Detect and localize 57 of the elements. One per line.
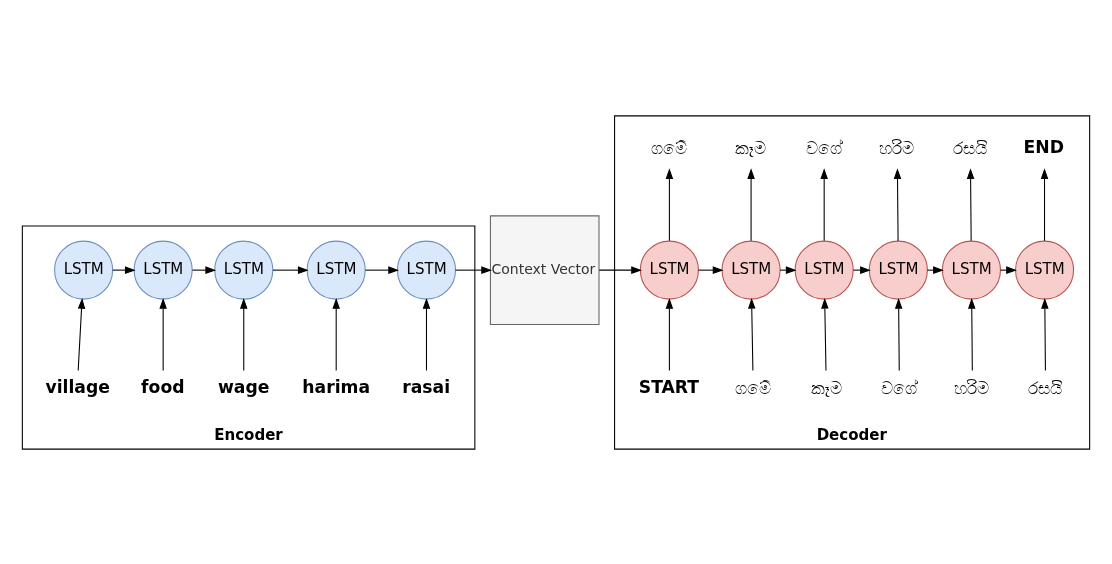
arrow bbox=[272, 265, 309, 274]
arrow bbox=[665, 167, 674, 241]
arrow bbox=[926, 265, 944, 274]
node-text: වගේ bbox=[805, 137, 842, 158]
arrow bbox=[1040, 167, 1049, 241]
arrow bbox=[112, 265, 136, 274]
node-circle: LSTM bbox=[639, 240, 699, 300]
arrow bbox=[697, 265, 724, 274]
node-text: food bbox=[141, 376, 185, 397]
arrow bbox=[1041, 297, 1049, 371]
node-text: START bbox=[638, 376, 700, 397]
node-circle: LSTM bbox=[214, 240, 274, 300]
arrow bbox=[820, 167, 828, 241]
arrow bbox=[894, 297, 903, 371]
arrow bbox=[332, 297, 340, 371]
node-box: Context Vector bbox=[489, 214, 600, 325]
arrow bbox=[779, 265, 797, 274]
arrow bbox=[598, 265, 642, 274]
arrow bbox=[77, 297, 86, 371]
arrow bbox=[240, 297, 248, 371]
arrow bbox=[455, 265, 492, 274]
arrow bbox=[665, 297, 674, 371]
node-text: හරිම bbox=[878, 137, 914, 158]
node-text: හරිම bbox=[954, 377, 990, 398]
node-text: ගමේ bbox=[734, 377, 771, 398]
node-circle: LSTM bbox=[133, 240, 193, 300]
arrow bbox=[748, 297, 756, 371]
arrow bbox=[747, 167, 755, 241]
node-circle: LSTM bbox=[794, 240, 854, 300]
node-text: rasai bbox=[402, 376, 451, 397]
node-text: රසයි bbox=[952, 137, 987, 158]
node-text: END bbox=[1023, 136, 1064, 157]
node-circle: LSTM bbox=[306, 240, 366, 300]
arrow bbox=[364, 265, 400, 274]
node-text: ගමේ bbox=[651, 137, 688, 158]
node-text: කෑම bbox=[735, 137, 767, 158]
node-circle: LSTM bbox=[54, 240, 114, 300]
arrow bbox=[893, 167, 902, 241]
arrow bbox=[1000, 265, 1017, 274]
node-text: harima bbox=[302, 376, 371, 397]
node-text: කෑම bbox=[810, 377, 842, 398]
node-text: village bbox=[45, 376, 110, 397]
arrow bbox=[422, 297, 431, 371]
arrow bbox=[968, 297, 976, 371]
node-text: රසයි bbox=[1027, 377, 1062, 398]
node-circle: LSTM bbox=[396, 240, 457, 300]
node-text: වගේ bbox=[881, 377, 918, 398]
node-circle: LSTM bbox=[941, 240, 1001, 300]
node-text: wage bbox=[217, 376, 270, 397]
arrow bbox=[159, 297, 167, 371]
arrow bbox=[821, 297, 829, 371]
node-circle: LSTM bbox=[721, 240, 781, 300]
arrow bbox=[852, 265, 871, 274]
arrow bbox=[966, 167, 975, 241]
node-circle: LSTM bbox=[868, 240, 928, 300]
arrow bbox=[191, 265, 217, 274]
node-circle: LSTM bbox=[1014, 240, 1075, 300]
